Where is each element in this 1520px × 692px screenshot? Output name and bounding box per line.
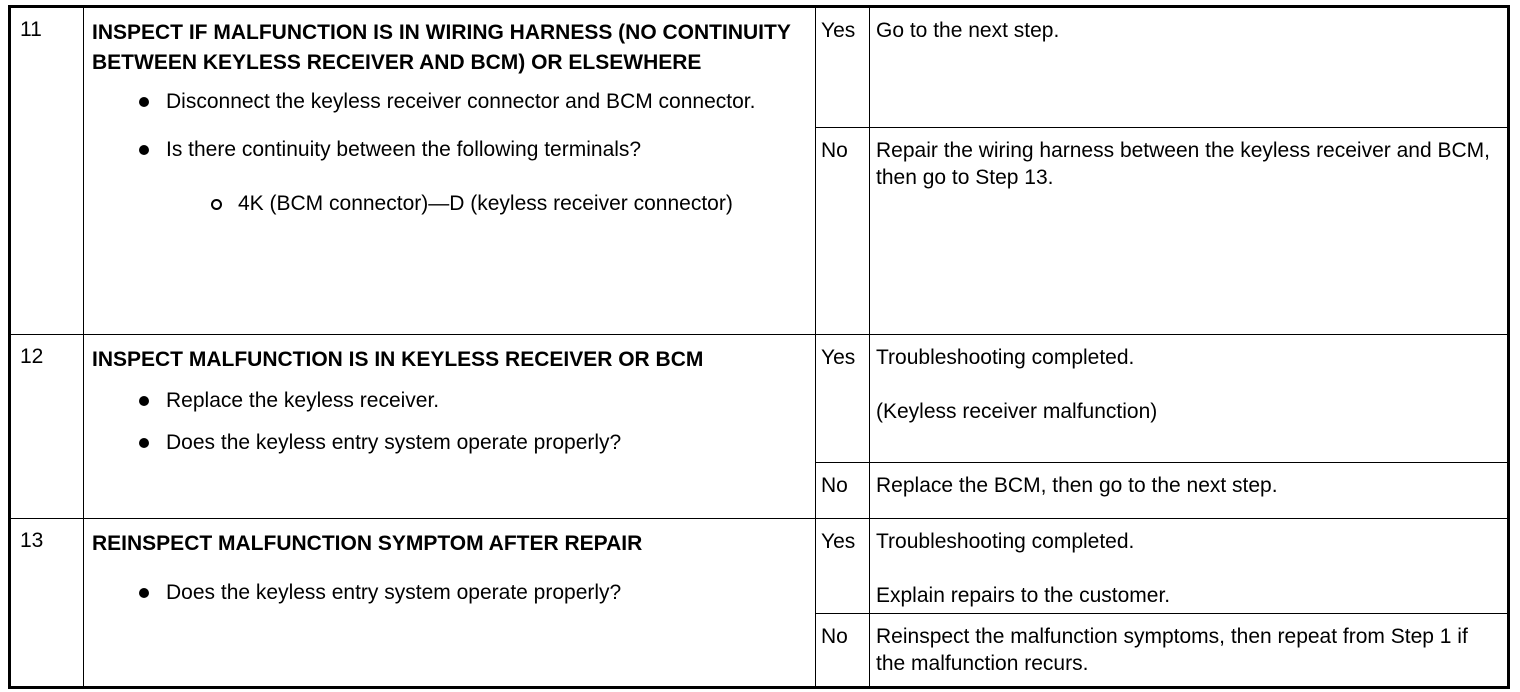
step-title: INSPECT MALFUNCTION IS IN KEYLESS RECEIV… bbox=[92, 348, 704, 371]
sub-bullet-item: 4K (BCM connector)—D (keyless receiver c… bbox=[92, 190, 807, 217]
action-text: Explain repairs to the customer. bbox=[876, 584, 1171, 607]
troubleshooting-table: 11 INSPECT IF MALFUNCTION IS IN WIRING H… bbox=[8, 5, 1510, 689]
bullet-item: Replace the keyless receiver. bbox=[92, 387, 807, 414]
yes-action: Go to the next step. bbox=[869, 6, 1509, 128]
step-number: 13 bbox=[9, 518, 84, 688]
action-text: Troubleshooting completed. bbox=[876, 346, 1135, 369]
bullet-list: Replace the keyless receiver. Does the k… bbox=[92, 387, 807, 456]
action-text: Troubleshooting completed. bbox=[876, 530, 1135, 553]
step-title: REINSPECT MALFUNCTION SYMPTOM AFTER REPA… bbox=[92, 532, 643, 555]
no-action: Replace the BCM, then go to the next ste… bbox=[869, 462, 1509, 519]
step-number: 12 bbox=[9, 334, 84, 519]
step-13-no-row: No Reinspect the malfunction symptoms, t… bbox=[10, 613, 1509, 688]
step-11-yes-row: 11 INSPECT IF MALFUNCTION IS IN WIRING H… bbox=[9, 6, 1509, 335]
action-text: Go to the next step. bbox=[876, 19, 1060, 42]
bullet-item: Does the keyless entry system operate pr… bbox=[92, 429, 807, 456]
action-text: Repair the wiring harness between the ke… bbox=[876, 139, 1490, 189]
step-inspection: INSPECT IF MALFUNCTION IS IN WIRING HARN… bbox=[83, 6, 816, 335]
step-title: INSPECT IF MALFUNCTION IS IN WIRING HARN… bbox=[92, 21, 791, 74]
yes-label: Yes bbox=[815, 518, 870, 614]
yes-label: Yes bbox=[815, 334, 870, 463]
step-inspection: INSPECT MALFUNCTION IS IN KEYLESS RECEIV… bbox=[83, 334, 816, 519]
no-label: No bbox=[815, 462, 870, 519]
no-action: Reinspect the malfunction symptoms, then… bbox=[869, 613, 1509, 688]
step-number: 11 bbox=[9, 6, 84, 335]
sub-bullet-list: 4K (BCM connector)—D (keyless receiver c… bbox=[92, 190, 807, 217]
step-12-yes-row: 12 INSPECT MALFUNCTION IS IN KEYLESS REC… bbox=[9, 334, 1509, 519]
bullet-item: Disconnect the keyless receiver connecto… bbox=[92, 88, 807, 115]
step-inspection: REINSPECT MALFUNCTION SYMPTOM AFTER REPA… bbox=[83, 518, 816, 688]
step-11-no-row: No Repair the wiring harness between the… bbox=[10, 127, 1509, 335]
bullet-item: Does the keyless entry system operate pr… bbox=[92, 579, 807, 606]
step-12-no-row: No Replace the BCM, then go to the next … bbox=[10, 462, 1509, 519]
yes-label: Yes bbox=[815, 6, 870, 128]
bullet-item: Is there continuity between the followin… bbox=[92, 136, 807, 163]
no-action: Repair the wiring harness between the ke… bbox=[869, 127, 1509, 335]
no-label: No bbox=[815, 127, 870, 335]
bullet-list: Does the keyless entry system operate pr… bbox=[92, 579, 807, 606]
yes-action: Troubleshooting completed. Explain repai… bbox=[869, 518, 1509, 614]
step-13-yes-row: 13 REINSPECT MALFUNCTION SYMPTOM AFTER R… bbox=[9, 518, 1509, 688]
bullet-list: Disconnect the keyless receiver connecto… bbox=[92, 88, 807, 163]
action-text: Replace the BCM, then go to the next ste… bbox=[876, 474, 1278, 497]
action-text: Reinspect the malfunction symptoms, then… bbox=[876, 625, 1468, 675]
no-label: No bbox=[815, 613, 870, 688]
action-text: (Keyless receiver malfunction) bbox=[876, 400, 1158, 423]
yes-action: Troubleshooting completed. (Keyless rece… bbox=[869, 334, 1509, 463]
